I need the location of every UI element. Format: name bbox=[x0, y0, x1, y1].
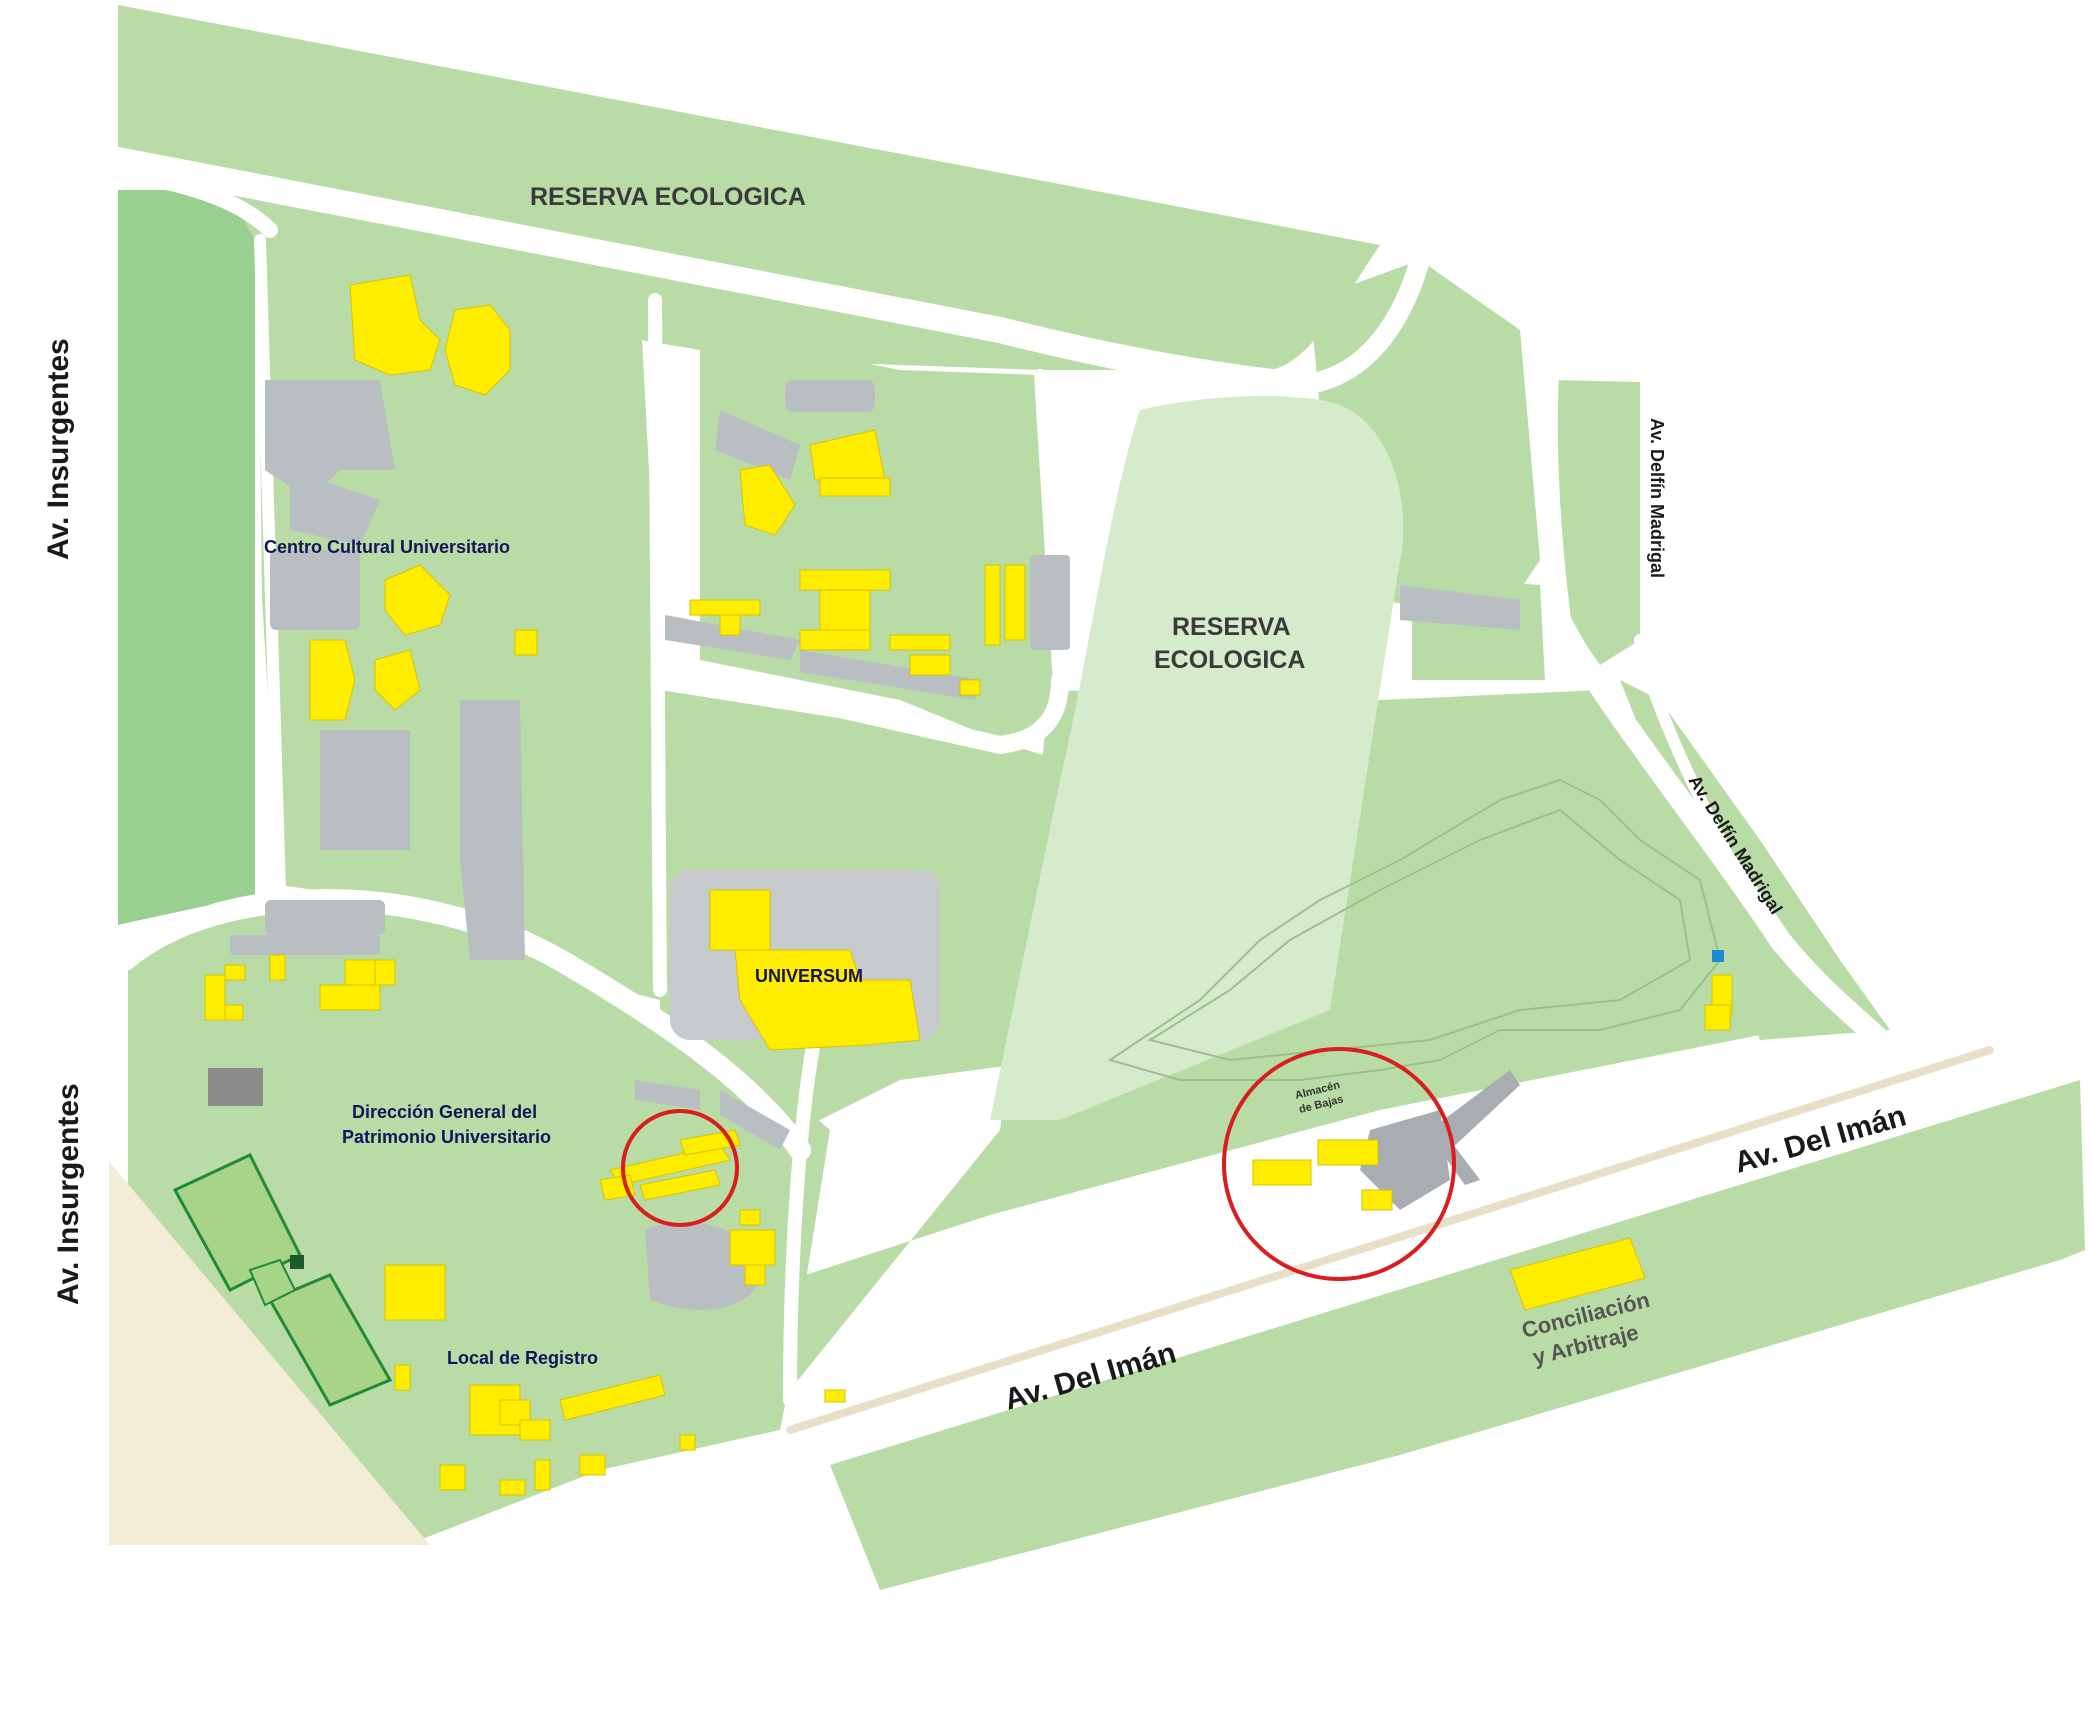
pit-contour-inner bbox=[1147, 808, 1692, 1062]
marker-circle-direccion bbox=[621, 1109, 739, 1227]
pit-contour bbox=[1107, 778, 1722, 1081]
label-reserva-center-1: RESERVA bbox=[1172, 613, 1291, 641]
blue-marker bbox=[1712, 950, 1724, 962]
label-centro-cultural: Centro Cultural Universitario bbox=[264, 537, 510, 557]
label-reserva-center-2: ECOLOGICA bbox=[1154, 646, 1305, 674]
label-local-registro: Local de Registro bbox=[447, 1348, 598, 1368]
green-marker bbox=[290, 1255, 304, 1269]
label-reserva-top: RESERVA ECOLOGICA bbox=[530, 183, 806, 211]
sports-fields bbox=[172, 1153, 393, 1407]
buildings bbox=[204, 274, 1733, 1496]
reserva-central-area bbox=[990, 395, 1404, 1120]
gray-building bbox=[208, 1068, 263, 1106]
marker-circle-almacen bbox=[1222, 1047, 1456, 1281]
roads bbox=[10, 0, 2075, 1661]
park-strip-top bbox=[118, 190, 255, 300]
park-strip bbox=[118, 190, 255, 925]
sand-area bbox=[108, 1160, 430, 1545]
label-direccion-1: Dirección General del bbox=[352, 1102, 537, 1122]
label-insurgentes-top: Av. Insurgentes bbox=[42, 338, 75, 560]
label-delfin-madrigal-top: Av. Delfín Madrigal bbox=[1647, 418, 1667, 578]
label-universum: UNIVERSUM bbox=[755, 966, 863, 986]
label-insurgentes-bottom: Av. Insurgentes bbox=[52, 1083, 85, 1305]
label-direccion-2: Patrimonio Universitario bbox=[342, 1127, 551, 1147]
